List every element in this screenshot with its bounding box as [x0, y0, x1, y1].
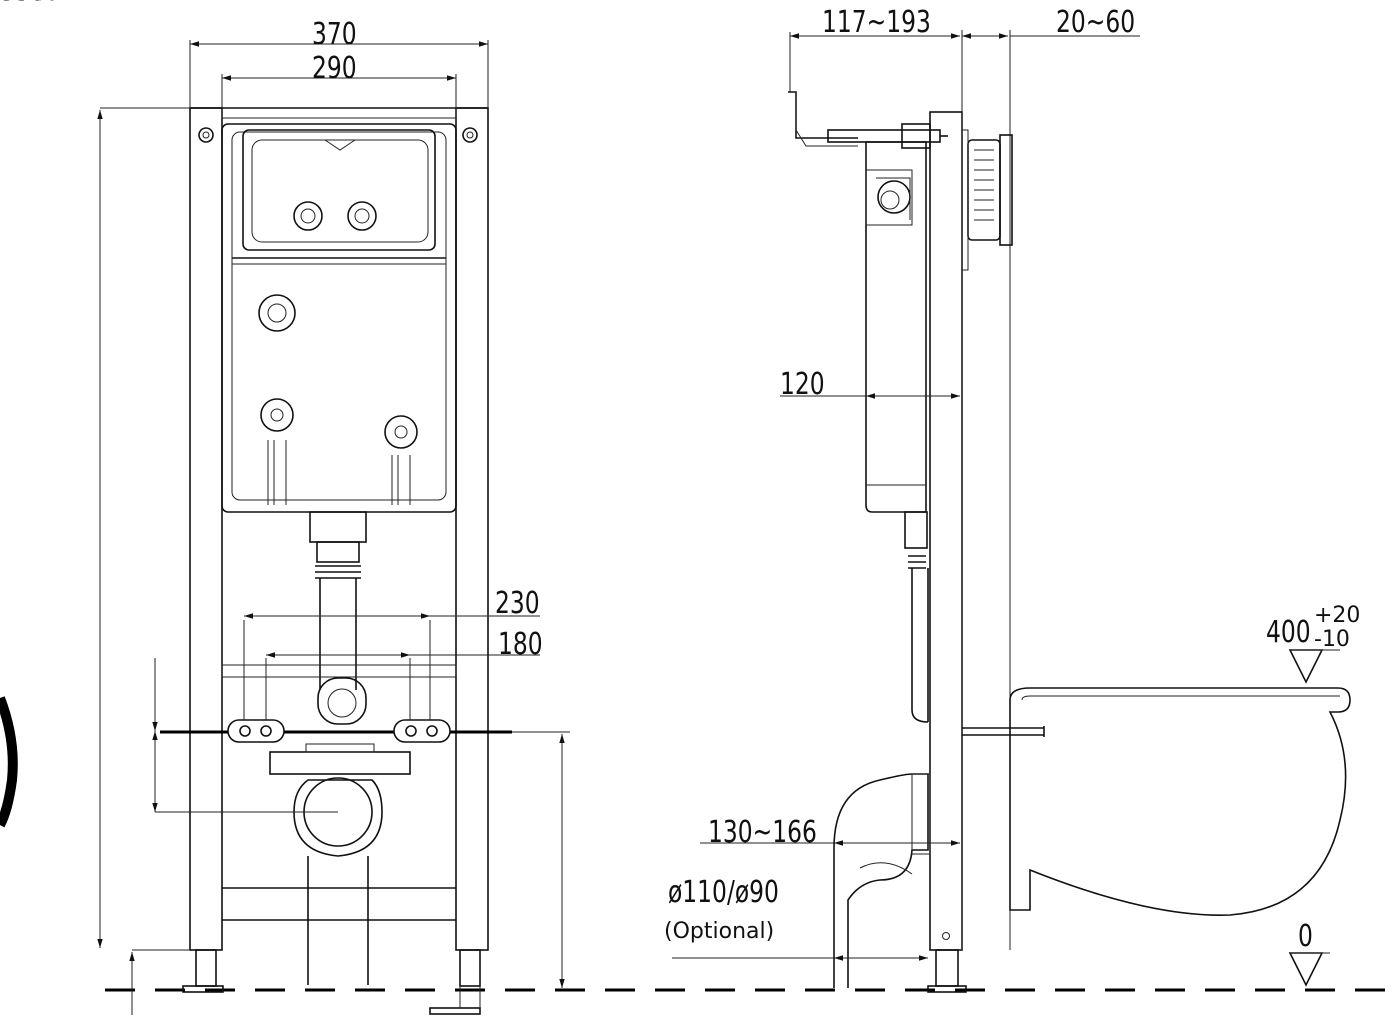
pipe-optional-note: (Optional)	[664, 919, 774, 944]
dim-drain-height: 320	[0, 0, 45, 8]
dim-pipe-diameter: ø110/ø90	[668, 875, 779, 910]
dim-wall-thickness: 20~60	[1056, 5, 1135, 40]
dim-offset-100: 100	[0, 0, 45, 8]
dim-spacing-inner: 180	[498, 627, 543, 662]
dim-cistern-depth: 120	[780, 367, 825, 402]
dim-height: 1040	[0, 0, 60, 8]
seat-tolerance-plus: +20	[1314, 603, 1360, 628]
side-view: 117~193 20~60 120 130~166 ø110/ø90 (Opti…	[664, 5, 1360, 993]
dim-bracket-depth: 117~193	[822, 5, 931, 40]
dim-outlet-depth: 130~166	[708, 815, 817, 850]
floor-level-label: 0	[1298, 919, 1313, 954]
seat-tolerance-minus: -10	[1314, 627, 1350, 652]
dim-spacing-outer: 230	[495, 586, 540, 621]
dim-frame-width: 370	[312, 17, 357, 52]
dim-inner-width: 290	[312, 51, 357, 86]
dim-seat-height: 400	[1266, 615, 1311, 650]
dim-foot-height: 250	[0, 0, 45, 8]
dim-offset-35: 35	[0, 0, 30, 8]
front-view: 370 290 230 180 1040 35 100 320 250	[0, 0, 570, 1015]
